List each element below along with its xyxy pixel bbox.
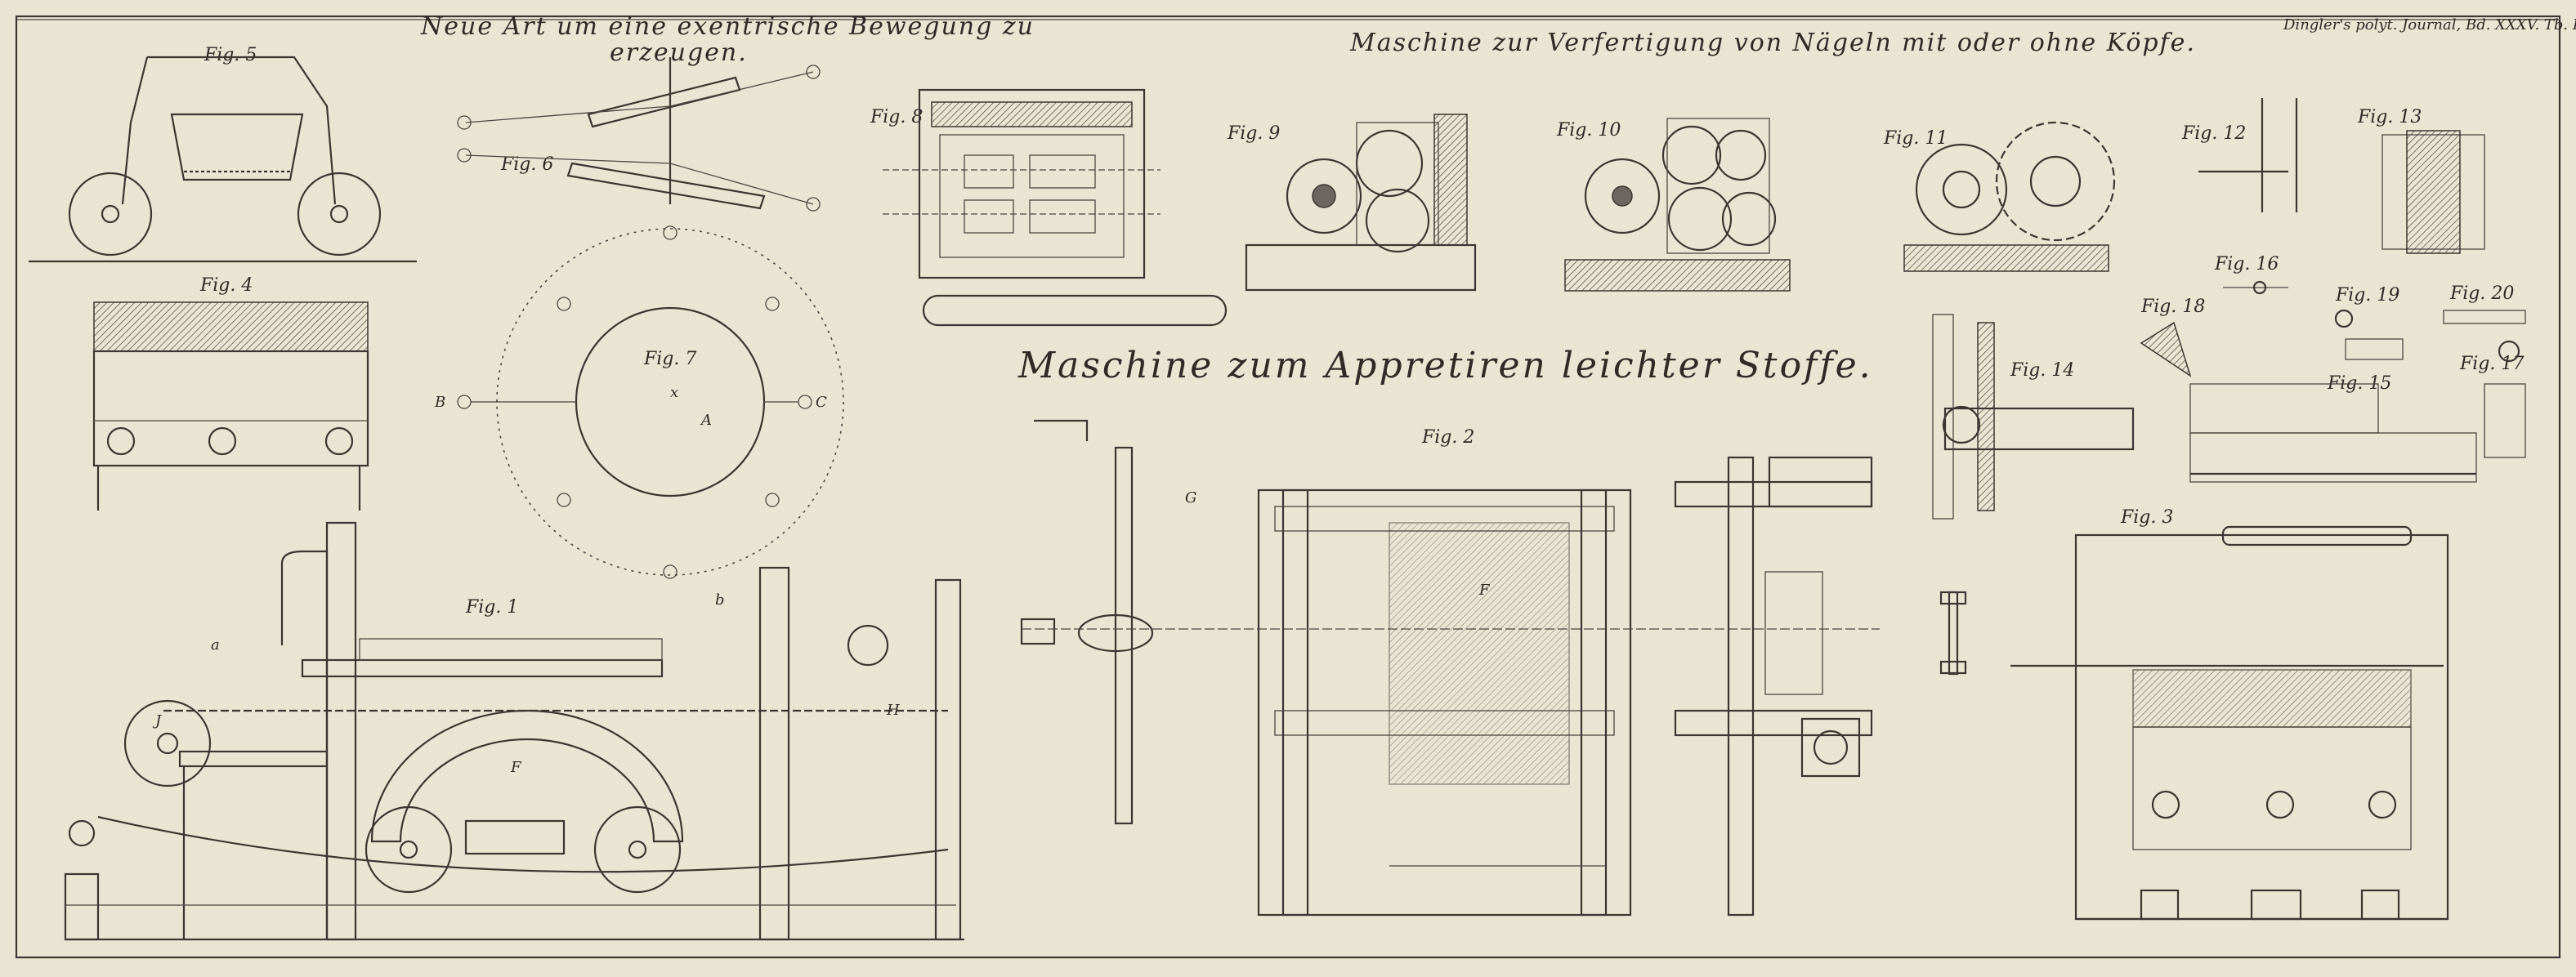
label-A: A (700, 412, 712, 429)
label-J: J (152, 712, 163, 729)
figure-2-drawing: Fig. 2 G F (1020, 419, 1967, 917)
journal-reference: Dingler's polyt. Journal, Bd. XXXV. Tb. … (2283, 16, 2576, 33)
figure-10-drawing: Fig. 10 (1556, 118, 1791, 292)
finishing-machine-title: Maschine zum Appretiren leichter Stoffe. (1017, 345, 1873, 386)
fig12-label: Fig. 12 (2181, 123, 2246, 144)
header-eccentric-title: Neue Art um eine exentrische Bewegung zu (420, 12, 1035, 41)
figures-15-20-drawings: Fig. 16 Fig. 18 Fig. 19 Fig. 20 Fig. 15 … (2140, 254, 2526, 483)
figure-3-drawing: Fig. 3 (2010, 507, 2449, 921)
fig18-label: Fig. 18 (2140, 297, 2205, 317)
fig4-label: Fig. 4 (199, 275, 253, 296)
label-H: H (886, 702, 900, 719)
label-a: a (211, 636, 220, 654)
fig2-label: Fig. 2 (1421, 427, 1474, 448)
figure-12-drawing: Fig. 12 (2181, 98, 2298, 212)
fig1-label: Fig. 1 (465, 597, 518, 618)
figure-9-drawing: Fig. 9 (1227, 114, 1477, 292)
figure-1-drawing: Fig. 1 a b F H J (64, 521, 964, 941)
plate-border (15, 15, 2561, 959)
figure-13-drawing: Fig. 13 (2357, 107, 2485, 254)
fig19-label: Fig. 19 (2335, 285, 2399, 306)
figure-8-drawing: Fig. 8 (870, 88, 1228, 327)
fig11-label: Fig. 11 (1883, 128, 1948, 149)
fig9-label: Fig. 9 (1227, 123, 1280, 144)
fig16-label: Fig. 16 (2214, 254, 2279, 274)
fig2-label-F: F (1478, 582, 1491, 599)
label-b: b (715, 591, 725, 609)
figure-4-drawing: Fig. 4 (92, 275, 369, 511)
fig13-label: Fig. 13 (2357, 107, 2422, 127)
header-eccentric-title-line2: erzeugen. (610, 38, 748, 67)
label-x: x (670, 384, 678, 401)
fig17-label: Fig. 17 (2459, 354, 2524, 374)
fig5-label: Fig. 5 (203, 45, 257, 65)
label-G: G (1185, 489, 1196, 506)
figure-11-drawing: Fig. 11 (1883, 121, 2116, 272)
header-nail-machine-title: Maschine zur Verfertigung von Nägeln mit… (1349, 29, 2196, 57)
figure-14-drawing: Fig. 14 (1932, 314, 2135, 520)
figure-5-drawing: Fig. 5 (29, 45, 417, 263)
figure-7-drawing: Fig. 7 B C x A (434, 225, 844, 579)
fig8-label: Fig. 8 (870, 107, 923, 127)
fig14-label: Fig. 14 (2010, 360, 2074, 381)
fig20-label: Fig. 20 (2449, 283, 2514, 304)
figure-6-drawing: Fig. 6 (457, 57, 821, 212)
fig7-label: Fig. 7 (643, 349, 696, 369)
label-F: F (510, 759, 522, 776)
fig3-label: Fig. 3 (2120, 507, 2173, 528)
label-B: B (434, 394, 445, 411)
label-C: C (816, 394, 827, 411)
fig10-label: Fig. 10 (1556, 120, 1621, 141)
